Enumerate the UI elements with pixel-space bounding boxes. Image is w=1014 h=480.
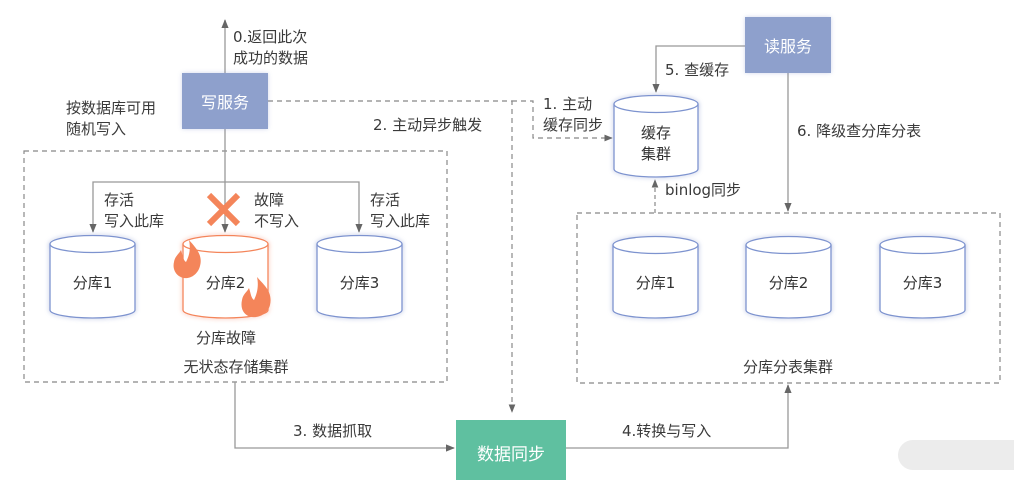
write-branch-right	[225, 181, 363, 233]
transform-write-line	[566, 384, 792, 449]
write-service-box[interactable]: 写服务	[182, 73, 268, 129]
shard-label-right-2: 分库2	[768, 274, 809, 292]
shard-label-left-3: 分库3	[339, 274, 380, 292]
write-service-label: 写服务	[200, 93, 249, 112]
data-grab-line	[234, 382, 455, 452]
read-service-box[interactable]: 读服务	[745, 17, 831, 73]
alive-right-note: 存活 写入此库	[370, 191, 431, 230]
cross-icon	[206, 192, 241, 227]
read-service-label: 读服务	[763, 37, 812, 56]
data-sync-box[interactable]: 数据同步	[456, 420, 566, 480]
fire-icon	[241, 277, 271, 318]
data-sync-label: 数据同步	[477, 445, 545, 465]
alive-left-note: 存活 写入此库	[104, 191, 165, 230]
random-write-note: 按数据库可用 随机写入	[66, 99, 157, 138]
fault-note: 故障 不写入	[254, 191, 300, 230]
cache-label: 缓存 集群	[640, 124, 671, 163]
step3-label: 3. 数据抓取	[293, 422, 373, 440]
step1-label: 1. 主动 缓存同步	[543, 95, 604, 134]
shard-label-left-1: 分库1	[72, 274, 113, 292]
watermark	[898, 440, 1014, 470]
shard-label-right-1: 分库1	[635, 274, 676, 292]
shard-label-right-3: 分库3	[902, 274, 943, 292]
return-note: 0.返回此次 成功的数据	[233, 28, 309, 67]
step5-label: 5. 查缓存	[665, 61, 730, 79]
write-branch-left	[89, 181, 225, 233]
cache-cylinder	[613, 94, 699, 178]
fire-icon	[173, 240, 201, 279]
shard-cylinder-right-2	[745, 235, 832, 319]
sharded-cluster-boundary	[576, 212, 1001, 384]
step4-label: 4.转换与写入	[622, 422, 712, 440]
shard-cylinder-left-3	[316, 234, 403, 319]
step6-label: 6. 降级查分库分表	[797, 122, 922, 140]
shard-label-left-2: 分库2	[205, 274, 246, 292]
shard-cylinder-right-1	[612, 235, 699, 319]
shard-cylinder-left-1	[49, 234, 136, 319]
cache-sync-dashed-line	[512, 100, 613, 142]
step2-label: 2. 主动异步触发	[373, 116, 483, 134]
fault-caption: 分库故障	[195, 329, 256, 347]
read-cache-line	[652, 45, 745, 93]
binlog-label: binlog同步	[665, 181, 742, 199]
diagram-canvas	[23, 19, 1001, 452]
stateless-cluster-title: 无状态存储集群	[183, 358, 289, 376]
shard-cylinder-right-3	[879, 235, 966, 319]
sharded-cluster-title: 分库分表集群	[742, 358, 833, 376]
